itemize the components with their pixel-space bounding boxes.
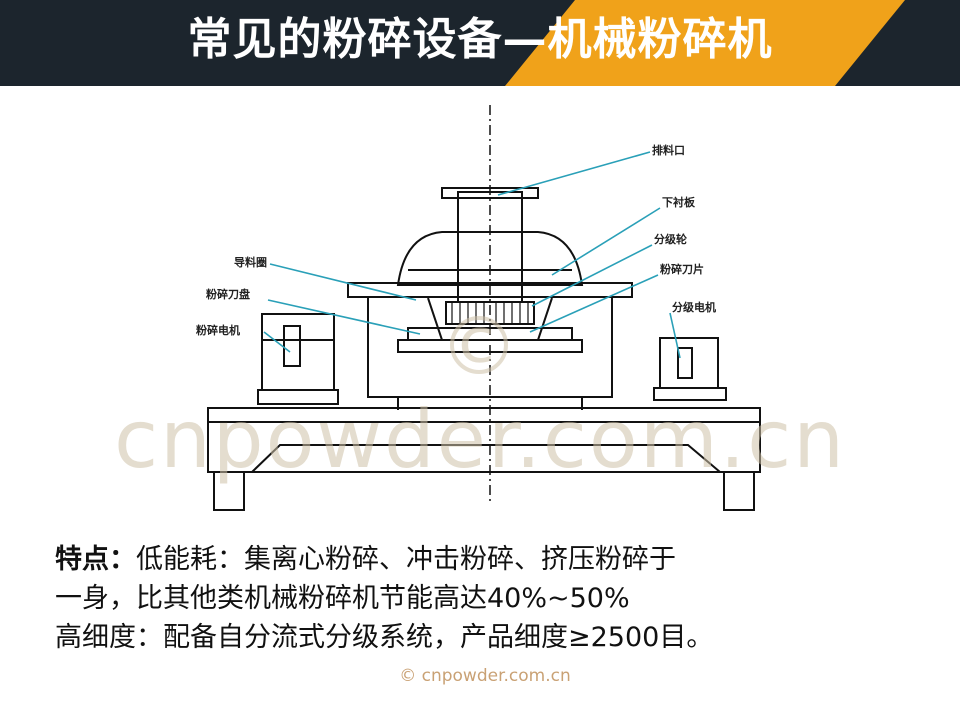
- feature-line-1: 特点：低能耗：集离心粉碎、冲击粉碎、挤压粉碎于: [55, 540, 935, 579]
- classifier-wheel-slats: [451, 302, 529, 324]
- accent-parallelogram: [505, 0, 905, 86]
- upper-housing: [396, 231, 584, 286]
- frame-leg-right: [723, 471, 755, 511]
- label-crushing-blade: 粉碎刀片: [660, 262, 704, 276]
- feature-line-2: 一身，比其他类机械粉碎机节能高达40%~50%: [55, 583, 630, 614]
- label-guide-ring: 导料圈: [234, 255, 267, 269]
- feature-description: 特点：低能耗：集离心粉碎、冲击粉碎、挤压粉碎于 一身，比其他类机械粉碎机节能高达…: [55, 540, 935, 657]
- classifier-motor-base: [653, 387, 727, 401]
- page-title: 常见的粉碎设备—机械粉碎机: [187, 14, 773, 65]
- feature-line-3: 高细度：配备自分流式分级系统，产品细度≥2500目。: [55, 622, 714, 653]
- frame-top-beam: [207, 407, 761, 423]
- lower-plate: [397, 339, 583, 353]
- label-classifier-wheel: 分级轮: [654, 232, 687, 246]
- label-crushing-motor: 粉碎电机: [196, 323, 240, 337]
- crushing-motor-base: [257, 389, 339, 405]
- label-discharge-port: 排料口: [652, 143, 685, 157]
- crushing-motor-box: [283, 325, 301, 367]
- classifier-wheel: [445, 301, 535, 325]
- classifier-motor-box: [677, 347, 693, 379]
- frame-inner-brace: [251, 444, 721, 473]
- feature-lead: 特点：: [55, 544, 136, 575]
- crusher-diagram: 排料口 下衬板 分级轮 粉碎刀片 分级电机 导料圈 粉碎刀盘 粉碎电机: [196, 105, 761, 511]
- label-lower-liner: 下衬板: [662, 195, 696, 209]
- frame-body: [207, 422, 761, 473]
- watermark-footer: © cnpowder.com.cn: [399, 666, 571, 686]
- header-accent-shape: [505, 0, 905, 86]
- header-bar: 常见的粉碎设备—机械粉碎机: [0, 0, 960, 86]
- feature-line-1-text: 低能耗：集离心粉碎、冲击粉碎、挤压粉碎于: [136, 544, 676, 575]
- discharge-flange: [441, 187, 539, 199]
- lower-casing: [367, 296, 613, 398]
- leader-lines: [263, 151, 681, 359]
- label-classifier-motor: 分级电机: [672, 300, 716, 314]
- label-crushing-disc: 粉碎刀盘: [206, 287, 250, 301]
- classifier-motor: [659, 337, 719, 389]
- frame-leg-left: [213, 471, 245, 511]
